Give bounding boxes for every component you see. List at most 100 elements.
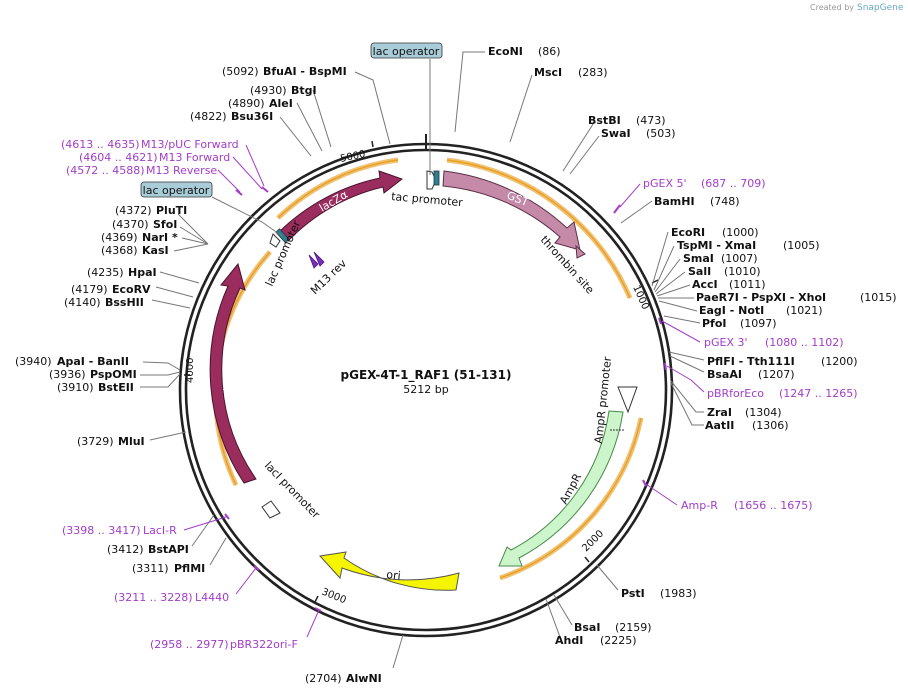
ampr-promoter-arrow[interactable] (617, 386, 638, 414)
enzyme-bsu36i[interactable]: (4822)Bsu36I (190, 110, 273, 123)
svg-text:(1000): (1000) (722, 226, 759, 239)
enzyme-zrai[interactable]: ZraI(1304) (707, 406, 782, 419)
primer-ampr[interactable]: Amp-R(1656 .. 1675) (681, 499, 813, 512)
enzyme-bstbi[interactable]: BstBI(473) (588, 114, 666, 127)
enzyme-pspomi[interactable]: (3936)PspOMI (49, 368, 137, 381)
svg-text:PaeR7I - PspXI - XhoI: PaeR7I - PspXI - XhoI (696, 291, 826, 304)
enzyme-paer7i-pspxi-xhoi[interactable]: PaeR7I - PspXI - XhoI(1015) (696, 291, 897, 304)
ori-label: ori (386, 568, 402, 582)
primer-mark-laci-r (224, 513, 230, 520)
svg-text:ApaI - BanII: ApaI - BanII (57, 355, 129, 368)
lead-hpai (159, 271, 200, 284)
svg-text:Bsu36I: Bsu36I (231, 110, 273, 123)
primer-pgex3[interactable]: pGEX 3'(1080 .. 1102) (704, 336, 844, 349)
svg-text:BstEII: BstEII (98, 381, 134, 394)
primer-pgex5[interactable]: pGEX 5'(687 .. 709) (643, 177, 766, 190)
thrombin-site-feature[interactable] (575, 244, 586, 259)
svg-text:NarI *: NarI * (142, 231, 178, 244)
enzyme-bsteii[interactable]: (3910)BstEII (57, 381, 134, 394)
lac-promoter-arrow[interactable] (269, 233, 281, 248)
lead-pgex5 (619, 183, 641, 208)
lead-sfoi (179, 226, 209, 245)
lead-pbr322ori (306, 609, 320, 638)
primer-laci-r[interactable]: (3398 .. 3417)LacI-R (62, 524, 177, 537)
ampr-feature[interactable] (498, 410, 624, 567)
enzyme-alei[interactable]: (4890)AleI (228, 97, 293, 110)
svg-text:lac operator: lac operator (143, 184, 210, 197)
enzyme-kasi[interactable]: (4368)KasI (101, 244, 169, 257)
enzyme-pflmi[interactable]: (3311)PflMI (132, 562, 205, 575)
primer-pbr322ori-f[interactable]: (2958 .. 2977)pBR322ori-F (150, 638, 298, 651)
enzyme-apai-banii[interactable]: (3940)ApaI - BanII (15, 355, 129, 368)
svg-text:pBR322ori-F: pBR322ori-F (230, 638, 298, 651)
lead-m13rev (217, 169, 241, 193)
svg-text:(5092): (5092) (222, 65, 259, 78)
svg-text:HpaI: HpaI (128, 266, 157, 279)
svg-text:AlwNI: AlwNI (346, 672, 382, 685)
laci-feature[interactable] (209, 262, 257, 484)
tick-5000: 5000 (339, 140, 374, 165)
enzyme-bfuai-bspmi[interactable]: (5092)BfuAI - BspMI (222, 65, 347, 78)
lead-psti (596, 564, 619, 591)
enzyme-bsai[interactable]: BsaI(2159) (574, 621, 652, 634)
enzyme-bamhi[interactable]: BamHI(748) (654, 195, 740, 208)
m13-rev-arrow-2[interactable] (313, 251, 325, 267)
svg-text:(4930): (4930) (250, 84, 287, 97)
ori-feature[interactable] (319, 551, 460, 591)
enzyme-ecorv[interactable]: (4179)EcoRV (71, 283, 151, 296)
svg-text:(1207): (1207) (758, 368, 795, 381)
enzyme-bsshii[interactable]: (4140)BssHII (64, 296, 144, 309)
lac-operator-top-box[interactable]: lac operator (370, 42, 443, 59)
primer-m13-puc-forward[interactable]: (4613 .. 4635)M13/pUC Forward (61, 138, 239, 151)
svg-text:(1304): (1304) (745, 406, 782, 419)
primer-mark-ampr (642, 479, 647, 487)
enzyme-ecori[interactable]: EcoRI(1000) (671, 226, 759, 239)
primer-m13-forward[interactable]: (4604 .. 4621)M13 Forward (79, 151, 230, 164)
lac-operator-left-feature[interactable] (275, 228, 290, 244)
enzyme-bstapi[interactable]: (3412)BstAPI (107, 543, 189, 556)
laci-promoter-arrow[interactable] (261, 500, 281, 519)
enzyme-sfoi[interactable]: (4370)SfoI (112, 218, 177, 231)
svg-text:(4572 .. 4588): (4572 .. 4588) (66, 164, 145, 177)
svg-text:SalI: SalI (688, 265, 711, 278)
lead-bamhi (620, 200, 653, 224)
enzyme-aatii[interactable]: AatII(1306) (705, 419, 789, 432)
svg-text:BstBI: BstBI (588, 114, 621, 127)
enzyme-ahdi[interactable]: AhdI(2225) (555, 634, 637, 647)
enzyme-pfoi[interactable]: PfoI(1097) (702, 317, 777, 330)
lac-operator-left-box[interactable]: lac operator (140, 181, 213, 198)
enzyme-msci[interactable]: MscI(283) (534, 66, 608, 79)
lac-operator-top-feature[interactable] (433, 170, 440, 186)
enzyme-eagi-noti[interactable]: EagI - NotI(1021) (699, 304, 823, 317)
enzyme-pflfi-tth111i[interactable]: PflFI - Tth111I(1200) (707, 355, 858, 368)
lead-pfoi (663, 315, 701, 324)
enzyme-bsaai[interactable]: BsaAI(1207) (707, 368, 795, 381)
enzyme-nari[interactable]: (4369)NarI * (101, 231, 178, 244)
svg-text:BssHII: BssHII (105, 296, 144, 309)
laci-label: lacI (220, 372, 233, 391)
enzyme-pluti[interactable]: (4372)PluTI (115, 204, 187, 217)
primer-m13-reverse[interactable]: (4572 .. 4588)M13 Reverse (66, 164, 217, 177)
enzyme-econi[interactable]: EcoNI(86) (488, 45, 561, 58)
enzyme-hpai[interactable]: (4235)HpaI (87, 266, 157, 279)
svg-text:EcoNI: EcoNI (488, 45, 523, 58)
enzyme-psti[interactable]: PstI(1983) (621, 587, 697, 600)
lead-pflfi (668, 351, 705, 361)
svg-text:KasI: KasI (142, 244, 169, 257)
enzyme-tspmi-xmai[interactable]: TspMI - XmaI(1005) (677, 239, 820, 252)
lead-bfuai (354, 71, 391, 145)
enzyme-sali[interactable]: SalI(1010) (688, 265, 761, 278)
enzyme-acci[interactable]: AccI(1011) (692, 278, 766, 291)
orf-arc-lacz-line (277, 159, 399, 219)
m13-rev-arrow-1[interactable] (308, 254, 319, 269)
enzyme-alwni[interactable]: (2704)AlwNI (305, 672, 382, 685)
lacz-alpha-feature[interactable] (278, 170, 404, 242)
enzyme-btgi[interactable]: (4930)BtgI (250, 84, 317, 97)
credit-prefix: Created by (810, 3, 854, 12)
enzyme-smai[interactable]: SmaI(1007) (683, 252, 758, 265)
primer-l4440[interactable]: (3211 .. 3228)L4440 (114, 591, 229, 604)
enzyme-mlui[interactable]: (3729)MluI (77, 435, 145, 448)
primer-pbrforeco[interactable]: pBRforEco(1247 .. 1265) (707, 387, 858, 400)
enzyme-swai[interactable]: SwaI(503) (601, 127, 676, 140)
